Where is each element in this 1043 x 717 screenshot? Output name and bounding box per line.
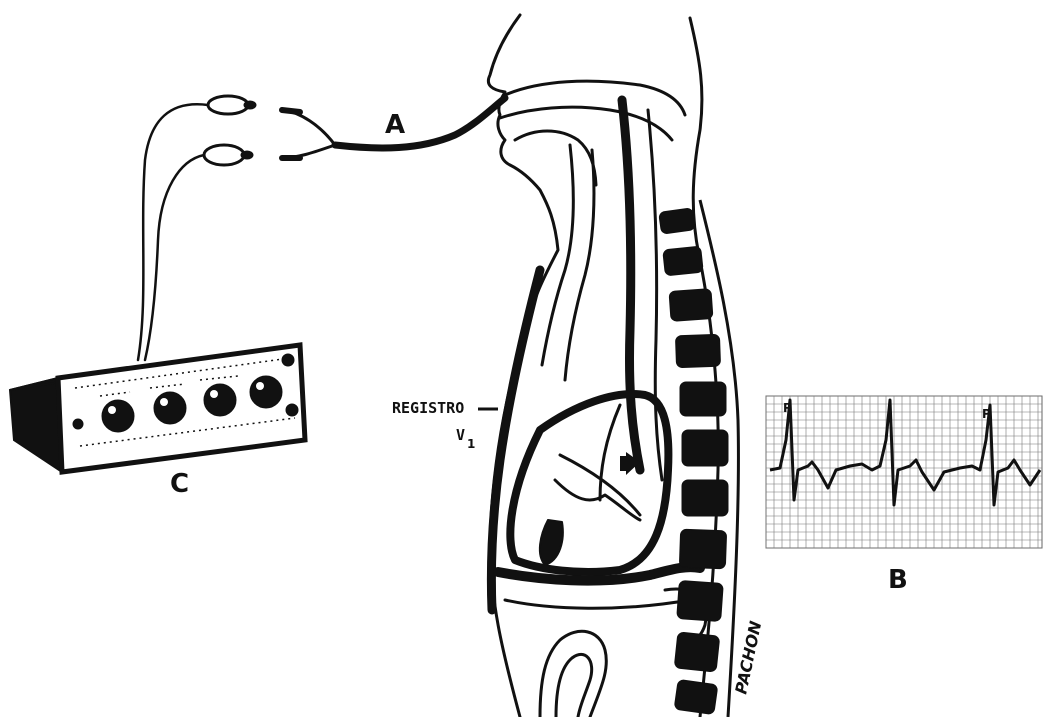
knob-1 xyxy=(102,400,134,432)
label-v1: V xyxy=(456,426,465,444)
trachea-inner xyxy=(565,150,594,380)
knob-highlight xyxy=(160,398,168,406)
vertebra xyxy=(680,382,726,416)
label-registro: REGISTRO xyxy=(392,399,464,417)
plug-upper-male xyxy=(282,110,300,112)
label-v1-subscript: 1 xyxy=(467,437,475,451)
amplifier-box xyxy=(10,345,305,472)
esophagus-inner xyxy=(648,110,662,480)
vertebra xyxy=(677,581,724,622)
cable-wire-upper xyxy=(282,110,335,145)
terminal xyxy=(73,419,83,429)
heart-chamber-dark xyxy=(540,520,563,565)
box-side xyxy=(10,378,62,472)
wire-to-box-1 xyxy=(138,104,208,360)
vertebra xyxy=(663,246,704,276)
vertebra xyxy=(682,480,728,516)
vertebra xyxy=(669,289,713,322)
terminal xyxy=(286,404,298,416)
ecg-strip: P P xyxy=(766,396,1042,548)
knob-4 xyxy=(250,376,282,408)
wire-to-box-2 xyxy=(145,155,204,360)
label-c: C xyxy=(170,469,189,499)
plug-lower-female xyxy=(204,145,244,165)
vertebra xyxy=(675,334,720,368)
vertebra xyxy=(674,679,718,714)
pelvis-bowel xyxy=(540,631,606,717)
esophageal-lead-cable xyxy=(138,96,505,360)
knob-highlight xyxy=(256,382,264,390)
knob-highlight xyxy=(210,390,218,398)
plug-lower-female-tip xyxy=(241,151,253,159)
esophagus xyxy=(622,100,640,470)
plug-upper-female-tip xyxy=(244,101,256,109)
vertebra xyxy=(674,632,720,672)
heart-outline xyxy=(510,394,668,572)
vertebra xyxy=(682,430,728,466)
vertebra xyxy=(659,208,696,235)
ecg-p-label-2: P xyxy=(982,407,991,421)
label-a: A xyxy=(385,110,405,140)
cable-main xyxy=(335,98,505,148)
ecg-p-label-1: P xyxy=(783,401,792,415)
front-profile xyxy=(488,15,558,717)
knob-highlight xyxy=(108,406,116,414)
trachea xyxy=(542,145,573,365)
electrode-arrow-body xyxy=(620,456,628,471)
label-b: B xyxy=(888,565,908,595)
artist-signature: PACHON xyxy=(731,619,765,696)
terminal xyxy=(282,354,294,366)
abdomen-line xyxy=(505,600,690,608)
pelvis-bowel-inner xyxy=(556,654,592,717)
knob-3 xyxy=(204,384,236,416)
vertebra xyxy=(679,529,726,569)
knob-2 xyxy=(154,392,186,424)
plug-upper-female xyxy=(208,96,248,114)
